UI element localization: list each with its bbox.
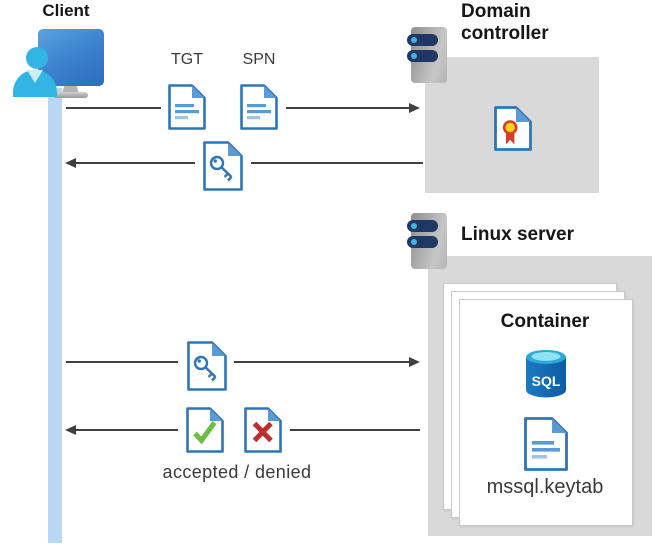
spn-document-icon [240, 84, 278, 130]
server-dot-icon [411, 37, 417, 43]
denied-x-icon [244, 407, 282, 453]
monitor-stand-base [53, 92, 88, 98]
client-label: Client [42, 1, 90, 20]
tgt-document-icon [168, 84, 206, 130]
arrow2-left-arrowhead-icon [65, 158, 76, 168]
server-bar-icon [407, 236, 438, 248]
linux-server-icon [407, 213, 447, 269]
certificate-icon [494, 106, 532, 151]
keytab-document-icon [524, 417, 568, 471]
tgt-label: TGT [171, 51, 203, 68]
arrow3-line-right [234, 361, 410, 363]
server-dot-icon [411, 223, 417, 229]
server-bar-icon [407, 220, 438, 232]
domain-controller-title: Domain controller [461, 1, 549, 44]
arrow4-left-arrowhead-icon [65, 425, 76, 435]
sql-badge-text: SQL [532, 373, 561, 389]
arrow4-line-left [76, 429, 178, 431]
container-page-front [459, 299, 633, 526]
container-title: Container [500, 311, 590, 332]
arrow1-line-right [286, 107, 410, 109]
arrow3-right-arrowhead-icon [409, 357, 420, 367]
domain-controller-server-icon [407, 27, 447, 83]
sql-database-icon: SQL [526, 350, 566, 398]
client-user-icon [26, 47, 48, 69]
accepted-denied-label: accepted / denied [162, 462, 312, 482]
server-dot-icon [411, 53, 417, 59]
server-dot-icon [411, 239, 417, 245]
arrow1-line-left [66, 107, 161, 109]
arrow1-right-arrowhead-icon [409, 103, 420, 113]
monitor-stand-neck [62, 84, 79, 93]
accepted-check-icon [186, 407, 224, 453]
keytab-filename-label: mssql.keytab [486, 476, 604, 498]
timeline-bar [48, 88, 62, 543]
arrow2-line-left [76, 162, 195, 164]
ticket-key-icon [203, 141, 243, 191]
server-bar-icon [407, 50, 438, 62]
arrow2-line-right [251, 162, 423, 164]
spn-label: SPN [242, 51, 276, 68]
server-bar-icon [407, 34, 438, 46]
ticket-key-icon [187, 341, 227, 391]
arrow4-line-right [290, 429, 420, 431]
linux-server-title: Linux server [461, 224, 574, 245]
arrow3-line-left [66, 361, 178, 363]
